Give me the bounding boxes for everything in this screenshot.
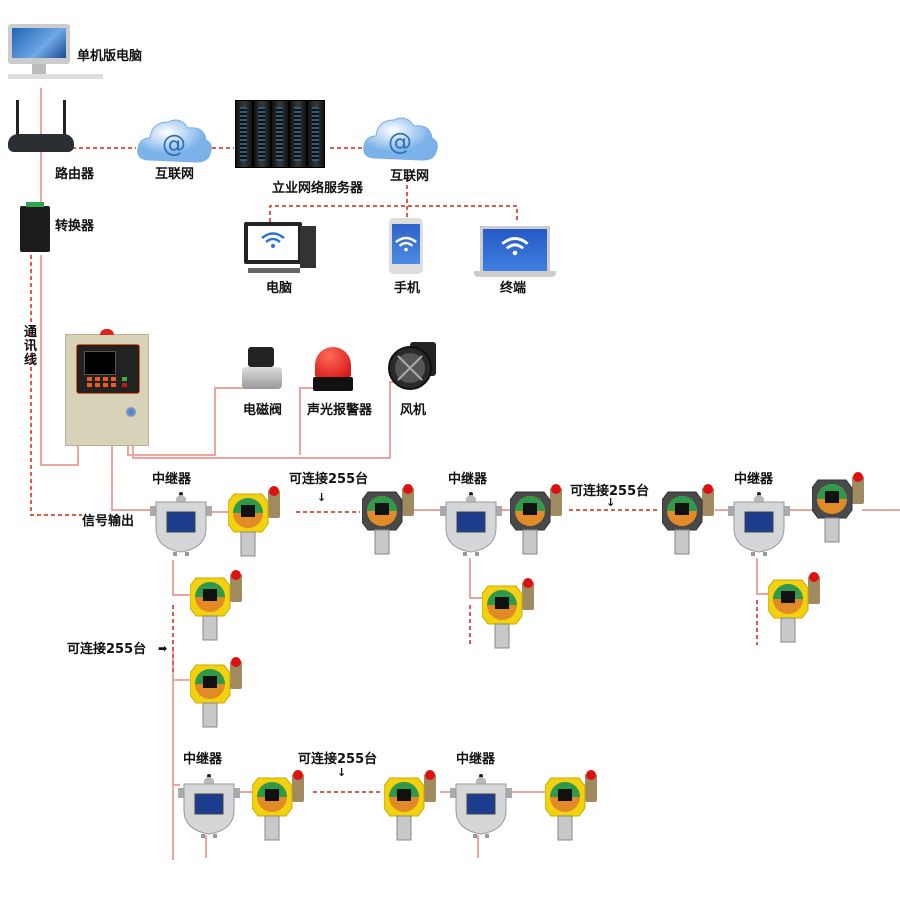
wifi-icon — [501, 237, 529, 256]
gas-detector-icon — [811, 472, 864, 543]
capacity-note: 可连接255台 — [67, 642, 147, 657]
router-icon — [8, 100, 74, 156]
fan-label: 风机 — [400, 403, 427, 418]
repeater-label: 中继器 — [448, 472, 488, 487]
controller-display — [84, 351, 116, 375]
internet-right-label: 互联网 — [390, 169, 430, 184]
controller-key-lock — [126, 407, 136, 417]
capacity-note: 可连接255台 — [289, 472, 369, 487]
cloud-at-icon: @ — [137, 119, 212, 163]
wire-controller-alarm — [299, 387, 316, 455]
wire-converter-controller — [40, 255, 79, 466]
standalone-pc-icon — [8, 24, 103, 82]
gas-detector-icon — [767, 572, 820, 643]
capacity-note: 可连接255台 — [570, 484, 650, 499]
repeater-label: 中继器 — [456, 752, 496, 767]
repeater-label: 中继器 — [183, 752, 223, 767]
repeater-icon — [438, 490, 504, 556]
signal-output-label: 信号输出 — [82, 514, 135, 529]
gas-detector-icon — [189, 570, 242, 641]
router-label: 路由器 — [55, 167, 95, 182]
gas-detector-icon — [509, 484, 562, 555]
terminal-icon — [474, 226, 556, 278]
gas-detector-icon — [383, 770, 436, 841]
gas-detector-icon — [661, 484, 714, 555]
dotted-server-clients — [269, 205, 518, 222]
phone-label: 手机 — [394, 281, 421, 296]
internet-left-label: 互联网 — [155, 167, 195, 182]
gas-detector-icon — [189, 657, 242, 728]
repeater-icon — [726, 490, 792, 556]
sound-light-alarm-icon — [313, 347, 353, 393]
gas-alarm-controller — [65, 329, 149, 446]
capacity-note: 可连接255台 — [298, 752, 378, 767]
solenoid-valve-icon — [240, 347, 286, 393]
cloud-at-icon: @ — [363, 117, 438, 161]
gas-detector-icon — [481, 578, 534, 649]
computer-icon — [244, 222, 320, 276]
wire-controller-valve — [127, 387, 245, 456]
wire-controller-repeater — [111, 445, 150, 511]
terminal-label: 终端 — [500, 281, 527, 296]
wire-controller-fan — [132, 381, 408, 459]
server-icon — [235, 100, 330, 168]
arrow-down-icon: ↓ — [337, 766, 347, 779]
fan-icon — [388, 342, 436, 390]
standalone-pc-label: 单机版电脑 — [77, 49, 143, 64]
wifi-icon — [395, 236, 417, 252]
server-label: 立业网络服务器 — [272, 181, 364, 196]
phone-icon — [389, 218, 423, 274]
alarm-label: 声光报警器 — [307, 403, 373, 418]
arrow-down-icon: ↓ — [606, 496, 616, 509]
arrow-right-icon: ➡ — [158, 642, 168, 655]
arrow-down-icon: ↓ — [317, 491, 327, 504]
computer-label: 电脑 — [266, 281, 293, 296]
dotted-comm-line — [30, 255, 82, 516]
repeater-label: 中继器 — [152, 472, 192, 487]
valve-label: 电磁阀 — [243, 403, 283, 418]
converter-label: 转换器 — [55, 219, 95, 234]
controller-alarm-light — [100, 329, 114, 335]
converter-icon — [20, 202, 50, 252]
gas-detector-icon — [251, 770, 304, 841]
comm-line-label: 通讯线 — [24, 325, 38, 368]
repeater-icon — [148, 490, 214, 556]
gas-detector-icon — [544, 770, 597, 841]
svg-text:@: @ — [388, 128, 412, 156]
gas-detector-icon — [227, 486, 280, 557]
wifi-icon — [261, 232, 285, 248]
repeater-icon — [448, 772, 514, 838]
gas-detector-icon — [361, 484, 414, 555]
svg-text:@: @ — [162, 130, 186, 158]
repeater-label: 中继器 — [734, 472, 774, 487]
repeater-icon — [176, 772, 242, 838]
